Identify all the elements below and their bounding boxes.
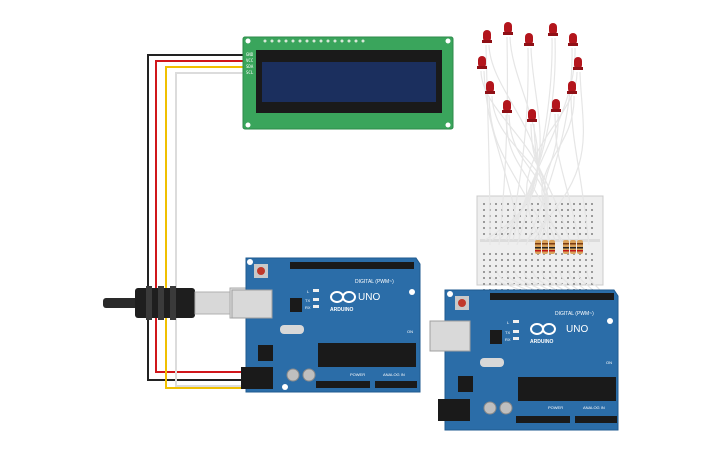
lcd-screen (262, 62, 436, 102)
l-label-left: L (307, 289, 310, 294)
power-header-left (316, 381, 370, 388)
microcontroller-right (518, 377, 616, 401)
rx-label-left: RX (305, 305, 311, 310)
arduino-uno-right[interactable]: DIGITAL (PWM~) ARDUINO UNO L TX RX POWER… (429, 289, 619, 431)
on-label-right: ON (606, 360, 612, 365)
led-12[interactable] (567, 81, 577, 94)
led-7[interactable] (573, 57, 583, 70)
crystal-right (480, 358, 504, 367)
arduino-uno-left[interactable]: DIGITAL (PWM~) ARDUINO UNO L TX RX POWER… (231, 257, 421, 393)
resistor-2[interactable] (542, 240, 548, 254)
usb-port-left (231, 289, 273, 319)
resistor-6[interactable] (577, 240, 583, 254)
resistor-3[interactable] (549, 240, 555, 254)
analog-header-left (375, 381, 417, 388)
on-label-left: ON (407, 329, 413, 334)
analog-label-left: ANALOG IN (383, 372, 405, 377)
digital-label-right: DIGITAL (PWM~) (555, 311, 594, 317)
tx-label-right: TX (505, 330, 510, 335)
lcd-pin-sda: SDA (246, 64, 254, 69)
led-1[interactable] (482, 30, 492, 43)
usb-port-right (429, 320, 471, 352)
digital-header-left (290, 262, 414, 269)
power-jack-right (438, 399, 470, 421)
led-9[interactable] (502, 100, 512, 113)
arduino-logo-right (530, 323, 556, 335)
lcd-header-pins (263, 39, 365, 43)
brand-right: ARDUINO (530, 339, 553, 345)
led-2[interactable] (503, 22, 513, 35)
model-right: UNO (566, 324, 588, 335)
led-4[interactable] (548, 23, 558, 36)
digital-header-right (490, 293, 614, 300)
led-wires (480, 36, 590, 246)
power-jack-left (241, 367, 273, 389)
power-header-right (516, 416, 570, 423)
led-ring (477, 22, 583, 122)
resistor-4[interactable] (563, 240, 569, 254)
led-3[interactable] (524, 33, 534, 46)
analog-label-right: ANALOG IN (583, 405, 605, 410)
tx-label-left: TX (305, 298, 310, 303)
led-5[interactable] (568, 33, 578, 46)
resistor-5[interactable] (570, 240, 576, 254)
brand-left: ARDUINO (330, 307, 353, 313)
model-left: UNO (358, 292, 380, 303)
lcd-pin-scl: SCL (246, 70, 254, 75)
arduino-logo-left (330, 291, 356, 303)
led-11[interactable] (551, 99, 561, 112)
lcd-module[interactable]: GND VCC SDA SCL (242, 36, 454, 130)
resistor-1[interactable] (535, 240, 541, 254)
power-label-right: POWER (548, 405, 563, 410)
lcd-pin-gnd: GND (246, 52, 254, 57)
lcd-pin-vcc: VCC (246, 58, 254, 63)
led-8[interactable] (485, 81, 495, 94)
l-label-right: L (507, 320, 510, 325)
microcontroller-left (318, 343, 416, 367)
wire-vcc[interactable] (155, 60, 250, 373)
rx-label-right: RX (505, 337, 511, 342)
crystal-left (280, 325, 304, 334)
wire-gnd[interactable] (147, 54, 248, 381)
led-6[interactable] (477, 56, 487, 69)
resistor-array (535, 240, 583, 254)
digital-label-left: DIGITAL (PWM~) (355, 279, 394, 285)
power-label-left: POWER (350, 372, 365, 377)
analog-header-right (575, 416, 617, 423)
led-10[interactable] (527, 109, 537, 122)
